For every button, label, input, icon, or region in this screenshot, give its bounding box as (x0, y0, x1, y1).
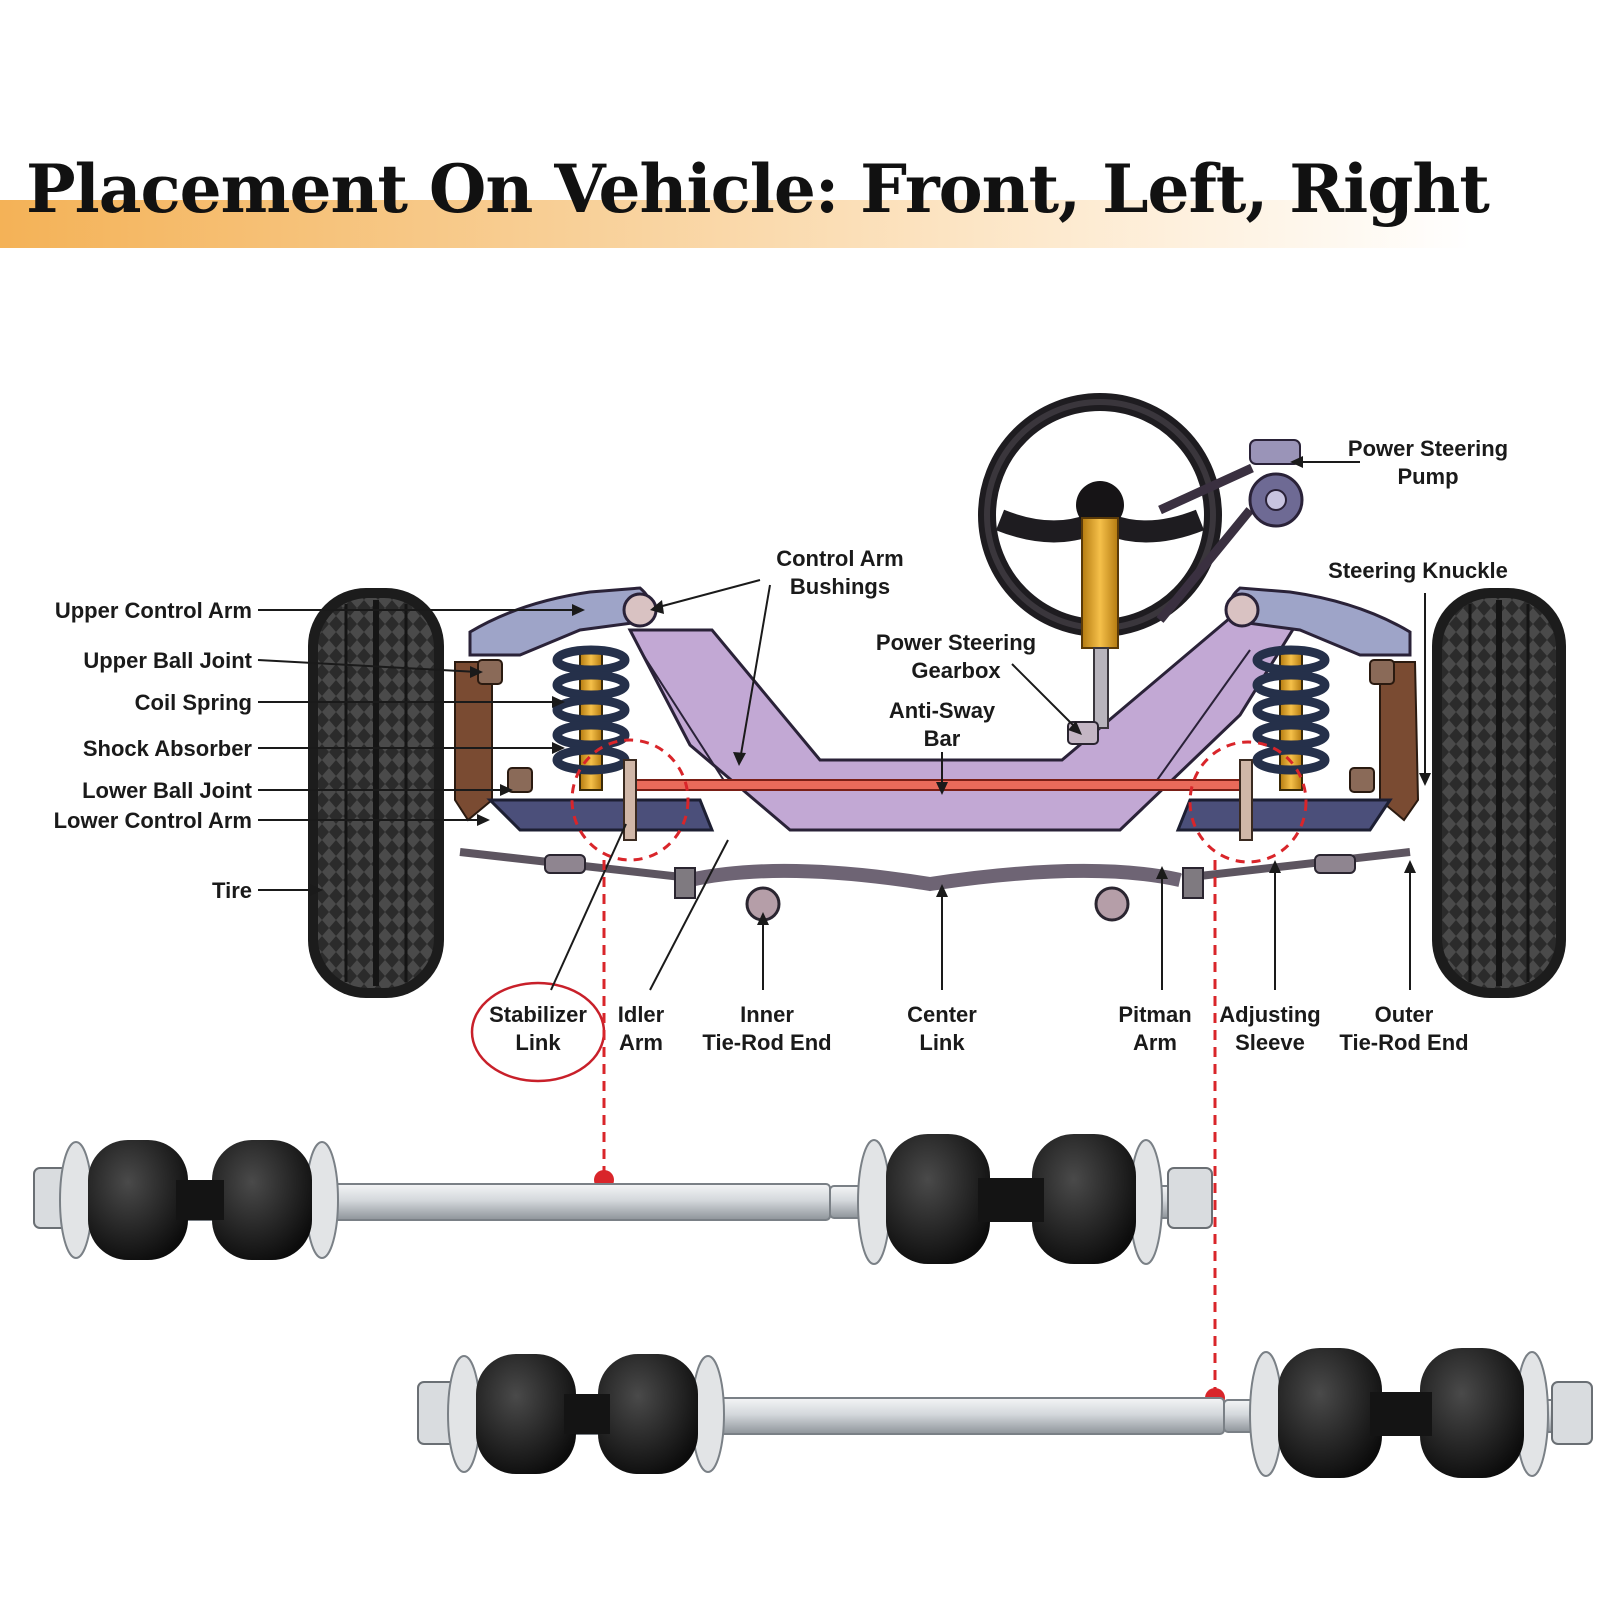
anti-sway-bar (625, 779, 1249, 791)
left-stabilizer-link (623, 759, 637, 841)
steering-column (1081, 517, 1119, 729)
right-lower-control-arm (1175, 798, 1393, 832)
power-steering-pump (1156, 439, 1304, 623)
label-control-arm-bushings-2: Bushings (790, 574, 890, 599)
label-power-steering-pump-2: Pump (1397, 464, 1458, 489)
right-control-arm-bushing (1224, 592, 1260, 628)
steering-linkage (459, 848, 1411, 922)
label-upper-ball-joint: Upper Ball Joint (83, 648, 252, 673)
page-title: Placement On Vehicle: Front, Left, Right (26, 150, 1490, 228)
right-steering-knuckle (1379, 661, 1420, 822)
left-lower-ball-joint (507, 767, 533, 793)
left-tire (308, 588, 444, 998)
label-upper-control-arm: Upper Control Arm (55, 598, 252, 623)
left-steering-knuckle (454, 661, 493, 822)
label-adjusting-sleeve-1: Adjusting (1219, 1002, 1320, 1027)
label-anti-sway-bar-2: Bar (924, 726, 961, 751)
label-shock-absorber: Shock Absorber (83, 736, 253, 761)
right-tire (1432, 588, 1566, 998)
leader-lines (257, 461, 1426, 991)
label-anti-sway-bar-1: Anti-Sway (889, 698, 996, 723)
left-link-highlight (570, 738, 690, 862)
right-upper-ball-joint (1369, 659, 1395, 685)
label-adjusting-sleeve-2: Sleeve (1235, 1030, 1305, 1055)
label-tire: Tire (212, 878, 252, 903)
label-idler-arm-2: Arm (619, 1030, 663, 1055)
callout-labels: Upper Control Arm Upper Ball Joint Coil … (54, 436, 1509, 1055)
label-steering-knuckle: Steering Knuckle (1328, 558, 1508, 583)
stabilizer-link-product-bottom (417, 1348, 1593, 1478)
label-inner-tie-rod-end-1: Inner (740, 1002, 794, 1027)
label-power-steering-pump-1: Power Steering (1348, 436, 1508, 461)
left-upper-control-arm (468, 586, 652, 657)
right-stabilizer-link (1239, 759, 1253, 841)
label-pitman-arm-2: Arm (1133, 1030, 1177, 1055)
title-banner (0, 200, 1600, 248)
label-outer-tie-rod-end-2: Tie-Rod End (1339, 1030, 1468, 1055)
label-control-arm-bushings-1: Control Arm (776, 546, 904, 571)
label-stabilizer-link-1: Stabilizer (489, 1002, 587, 1027)
label-idler-arm-1: Idler (618, 1002, 665, 1027)
label-outer-tie-rod-end-1: Outer (1375, 1002, 1434, 1027)
label-coil-spring: Coil Spring (135, 690, 252, 715)
label-stabilizer-link-2: Link (515, 1030, 561, 1055)
label-power-steering-gearbox-2: Gearbox (911, 658, 1001, 683)
left-coil-spring (552, 645, 630, 791)
stabilizer-link-product-top (33, 1134, 1213, 1265)
label-lower-control-arm: Lower Control Arm (54, 808, 252, 833)
label-inner-tie-rod-end-2: Tie-Rod End (702, 1030, 831, 1055)
label-center-link-2: Link (919, 1030, 965, 1055)
right-link-highlight (1188, 740, 1308, 864)
label-lower-ball-joint: Lower Ball Joint (82, 778, 253, 803)
label-pitman-arm-1: Pitman (1118, 1002, 1191, 1027)
label-center-link-1: Center (907, 1002, 977, 1027)
right-lower-ball-joint (1349, 767, 1375, 793)
arrow-heads (310, 456, 1431, 925)
right-coil-spring (1252, 645, 1330, 791)
left-lower-control-arm (486, 798, 715, 832)
label-power-steering-gearbox-1: Power Steering (876, 630, 1036, 655)
